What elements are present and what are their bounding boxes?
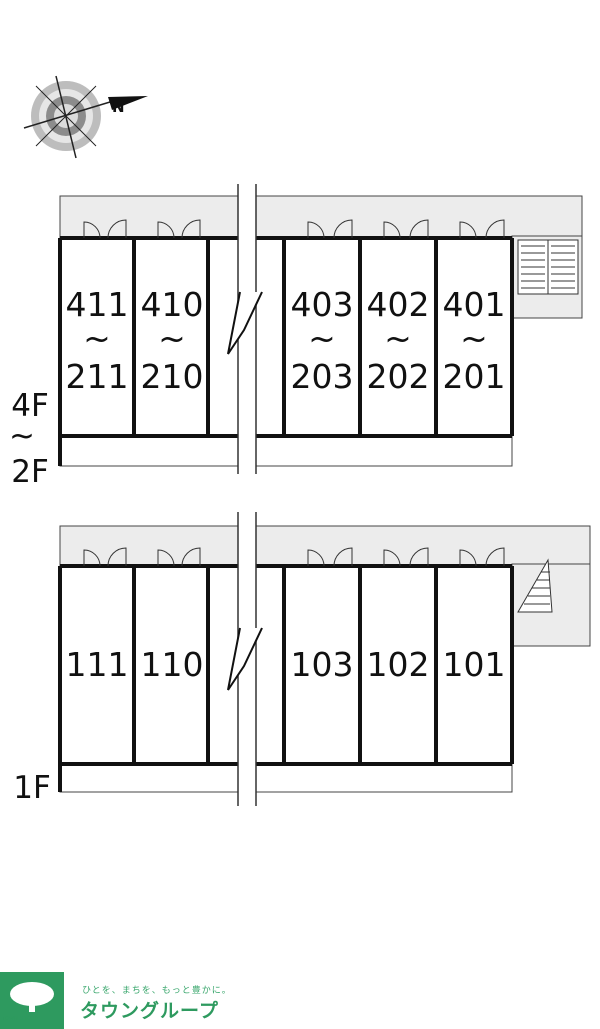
upper-block — [58, 184, 583, 474]
logo-name: タウングループ — [80, 1000, 219, 1022]
floor-label: 1F — [13, 770, 51, 806]
unit-label-top: 403 — [291, 285, 354, 324]
logo-sub: TOWN GROUP — [2, 1016, 38, 1022]
floor-label-top: 4F — [11, 388, 49, 424]
unit-label-tilde: ~ — [460, 319, 488, 358]
unit-label: 103 — [291, 645, 354, 684]
logo-tagline: ひとを、まちを、もっと豊かに。 — [82, 986, 232, 996]
unit-label-bottom: 211 — [66, 357, 129, 396]
unit-label-tilde: ~ — [308, 319, 336, 358]
unit-label-bottom: 203 — [291, 357, 354, 396]
unit-label-tilde: ~ — [83, 319, 111, 358]
north-label: N — [112, 98, 125, 116]
unit-label-bottom: 201 — [443, 357, 506, 396]
stair-icon — [517, 239, 579, 295]
floor-label-bottom: 2F — [11, 454, 49, 490]
floor-label-mid: ~ — [9, 418, 35, 454]
unit-label: 102 — [367, 645, 430, 684]
unit-label-bottom: 210 — [141, 357, 204, 396]
stair-icon — [517, 558, 553, 613]
unit-label-top: 402 — [367, 285, 430, 324]
logo-tree-icon — [0, 972, 64, 1029]
unit-label-top: 410 — [141, 285, 204, 324]
compass-icon: N — [23, 75, 148, 159]
door-icon — [83, 219, 505, 239]
lower-block — [58, 512, 591, 806]
unit-label-top: 411 — [66, 285, 129, 324]
unit-label: 101 — [443, 645, 506, 684]
unit-label-tilde: ~ — [158, 319, 186, 358]
door-icon — [83, 547, 505, 567]
unit-label-top: 401 — [443, 285, 506, 324]
unit-label-tilde: ~ — [384, 319, 412, 358]
unit-label-bottom: 202 — [367, 357, 430, 396]
unit-label: 111 — [66, 645, 129, 684]
unit-label: 110 — [141, 645, 204, 684]
